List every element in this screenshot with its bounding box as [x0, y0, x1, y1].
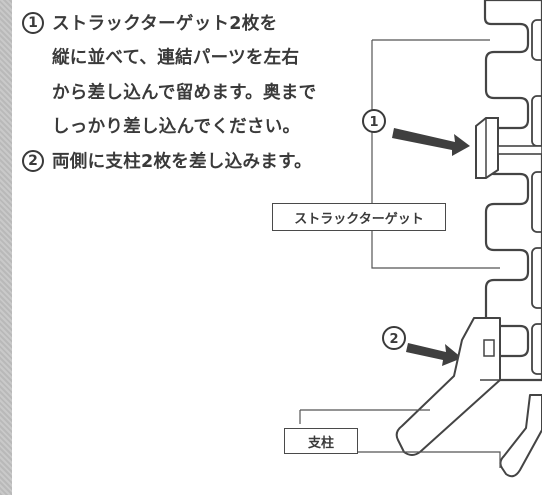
target-slot: [531, 247, 542, 309]
post-label: 支柱: [284, 428, 358, 454]
support-post-front: [395, 317, 501, 456]
arrow-2-icon: [406, 343, 462, 366]
arrow-1-icon: [392, 128, 470, 156]
callout-2-circle: [382, 326, 406, 350]
target-label: ストラックターゲット: [272, 203, 446, 231]
callout-1-circle: [362, 109, 386, 133]
connector-part: [475, 117, 499, 179]
target-slot: [531, 323, 542, 375]
support-post-back: [499, 394, 542, 478]
step-2-text: 両側に支柱2枚を差し込みます。: [52, 152, 312, 172]
step-1-line-3: から差し込んで留めます。奥まで: [52, 83, 317, 103]
connector-rod: [497, 145, 542, 155]
post-bracket-line-lower: [356, 451, 501, 468]
support-post-slot: [483, 339, 495, 357]
step-1-line-2: 縦に並べて、連結パーツを左右: [52, 48, 300, 68]
target-slot: [531, 171, 542, 233]
callout-1-number: 1: [369, 115, 378, 130]
page-edge-strip: [0, 0, 12, 495]
step-2-number: 2: [22, 150, 44, 172]
callout-2-number: 2: [389, 332, 398, 347]
step-1-line-1: ストラックターゲット2枚を: [52, 14, 278, 34]
target-slot: [531, 19, 542, 61]
support-post-edge: [461, 317, 475, 341]
step-1-line-4: しっかり差し込んでください。: [52, 117, 301, 137]
step-1-number: 1: [22, 12, 44, 34]
